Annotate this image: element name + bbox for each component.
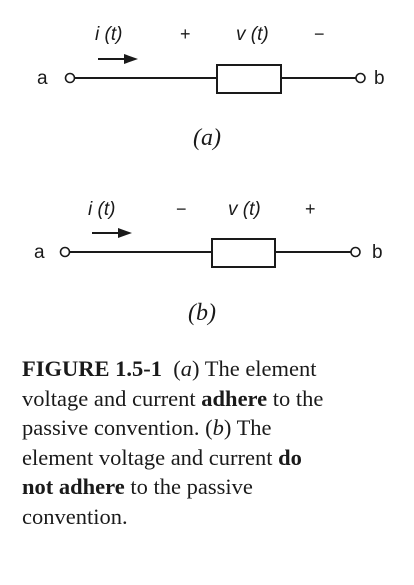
current-label-b: i (t): [88, 199, 115, 220]
terminal-b-icon: [350, 246, 361, 258]
voltage-label-a: v (t): [236, 24, 269, 45]
caption-text-7: to the passive: [130, 474, 253, 499]
element-box-a: [216, 64, 282, 94]
panel-a: i (t) + v (t) − a b (a): [37, 24, 385, 151]
node-a-label-b: a: [34, 242, 45, 263]
caption-bold-do: do: [278, 444, 302, 470]
current-arrow-icon: [92, 228, 132, 238]
terminal-a-icon: [64, 72, 76, 84]
node-a-label-a: a: [37, 68, 48, 89]
caption-paren-open-b: (: [205, 415, 213, 440]
caption-line-2: voltage and current adhere to the: [22, 384, 404, 414]
terminal-b-icon: [355, 72, 366, 84]
caption-text-8: convention.: [22, 503, 128, 529]
caption-line-4: element voltage and current do: [22, 443, 404, 473]
figure-number: FIGURE 1.5-1: [22, 356, 162, 381]
caption-text-1: The element: [204, 356, 317, 381]
caption-line-6: convention.: [22, 502, 404, 532]
caption-text-4: passive convention.: [22, 415, 200, 440]
panel-label-b: (b): [188, 300, 216, 326]
caption-bold-adhere: adhere: [201, 385, 268, 411]
current-label-a: i (t): [95, 24, 122, 45]
voltage-sign-right-b: +: [305, 199, 316, 219]
current-arrow-icon: [98, 54, 138, 64]
caption-text-3: to the: [272, 385, 324, 411]
caption-ref-b: b: [212, 415, 224, 440]
caption-text-5: The: [236, 415, 272, 440]
voltage-sign-left-a: +: [180, 24, 191, 44]
voltage-sign-right-a: −: [314, 24, 325, 44]
circuit-diagram: i (t) + v (t) − a b (a) i (t) − v (t) + …: [34, 24, 385, 326]
caption-bold-not-adhere: not adhere: [22, 474, 125, 499]
voltage-sign-left-b: −: [176, 199, 187, 219]
caption-line-5: not adhere to the passive: [22, 472, 404, 502]
caption-paren-close-b: ): [223, 415, 232, 440]
element-box-b: [211, 238, 276, 268]
panel-label-a: (a): [193, 125, 221, 151]
terminal-a-icon: [59, 246, 71, 258]
caption-text-6: element voltage and current: [22, 444, 273, 470]
caption-ref-a: a: [180, 356, 192, 381]
node-b-label-b: b: [372, 242, 383, 263]
node-b-label-a: b: [374, 68, 385, 89]
caption-paren-open-a: (: [173, 356, 181, 381]
caption-paren-close-a: ): [192, 356, 200, 381]
caption-line-3: passive convention. (b) The: [22, 413, 404, 443]
panel-b: i (t) − v (t) + a b (b): [34, 199, 383, 326]
figure-caption: FIGURE 1.5-1 (a) The element voltage and…: [22, 354, 404, 531]
caption-line-1: FIGURE 1.5-1 (a) The element: [22, 354, 404, 384]
voltage-label-b: v (t): [228, 199, 261, 220]
caption-text-2: voltage and current: [22, 385, 196, 411]
